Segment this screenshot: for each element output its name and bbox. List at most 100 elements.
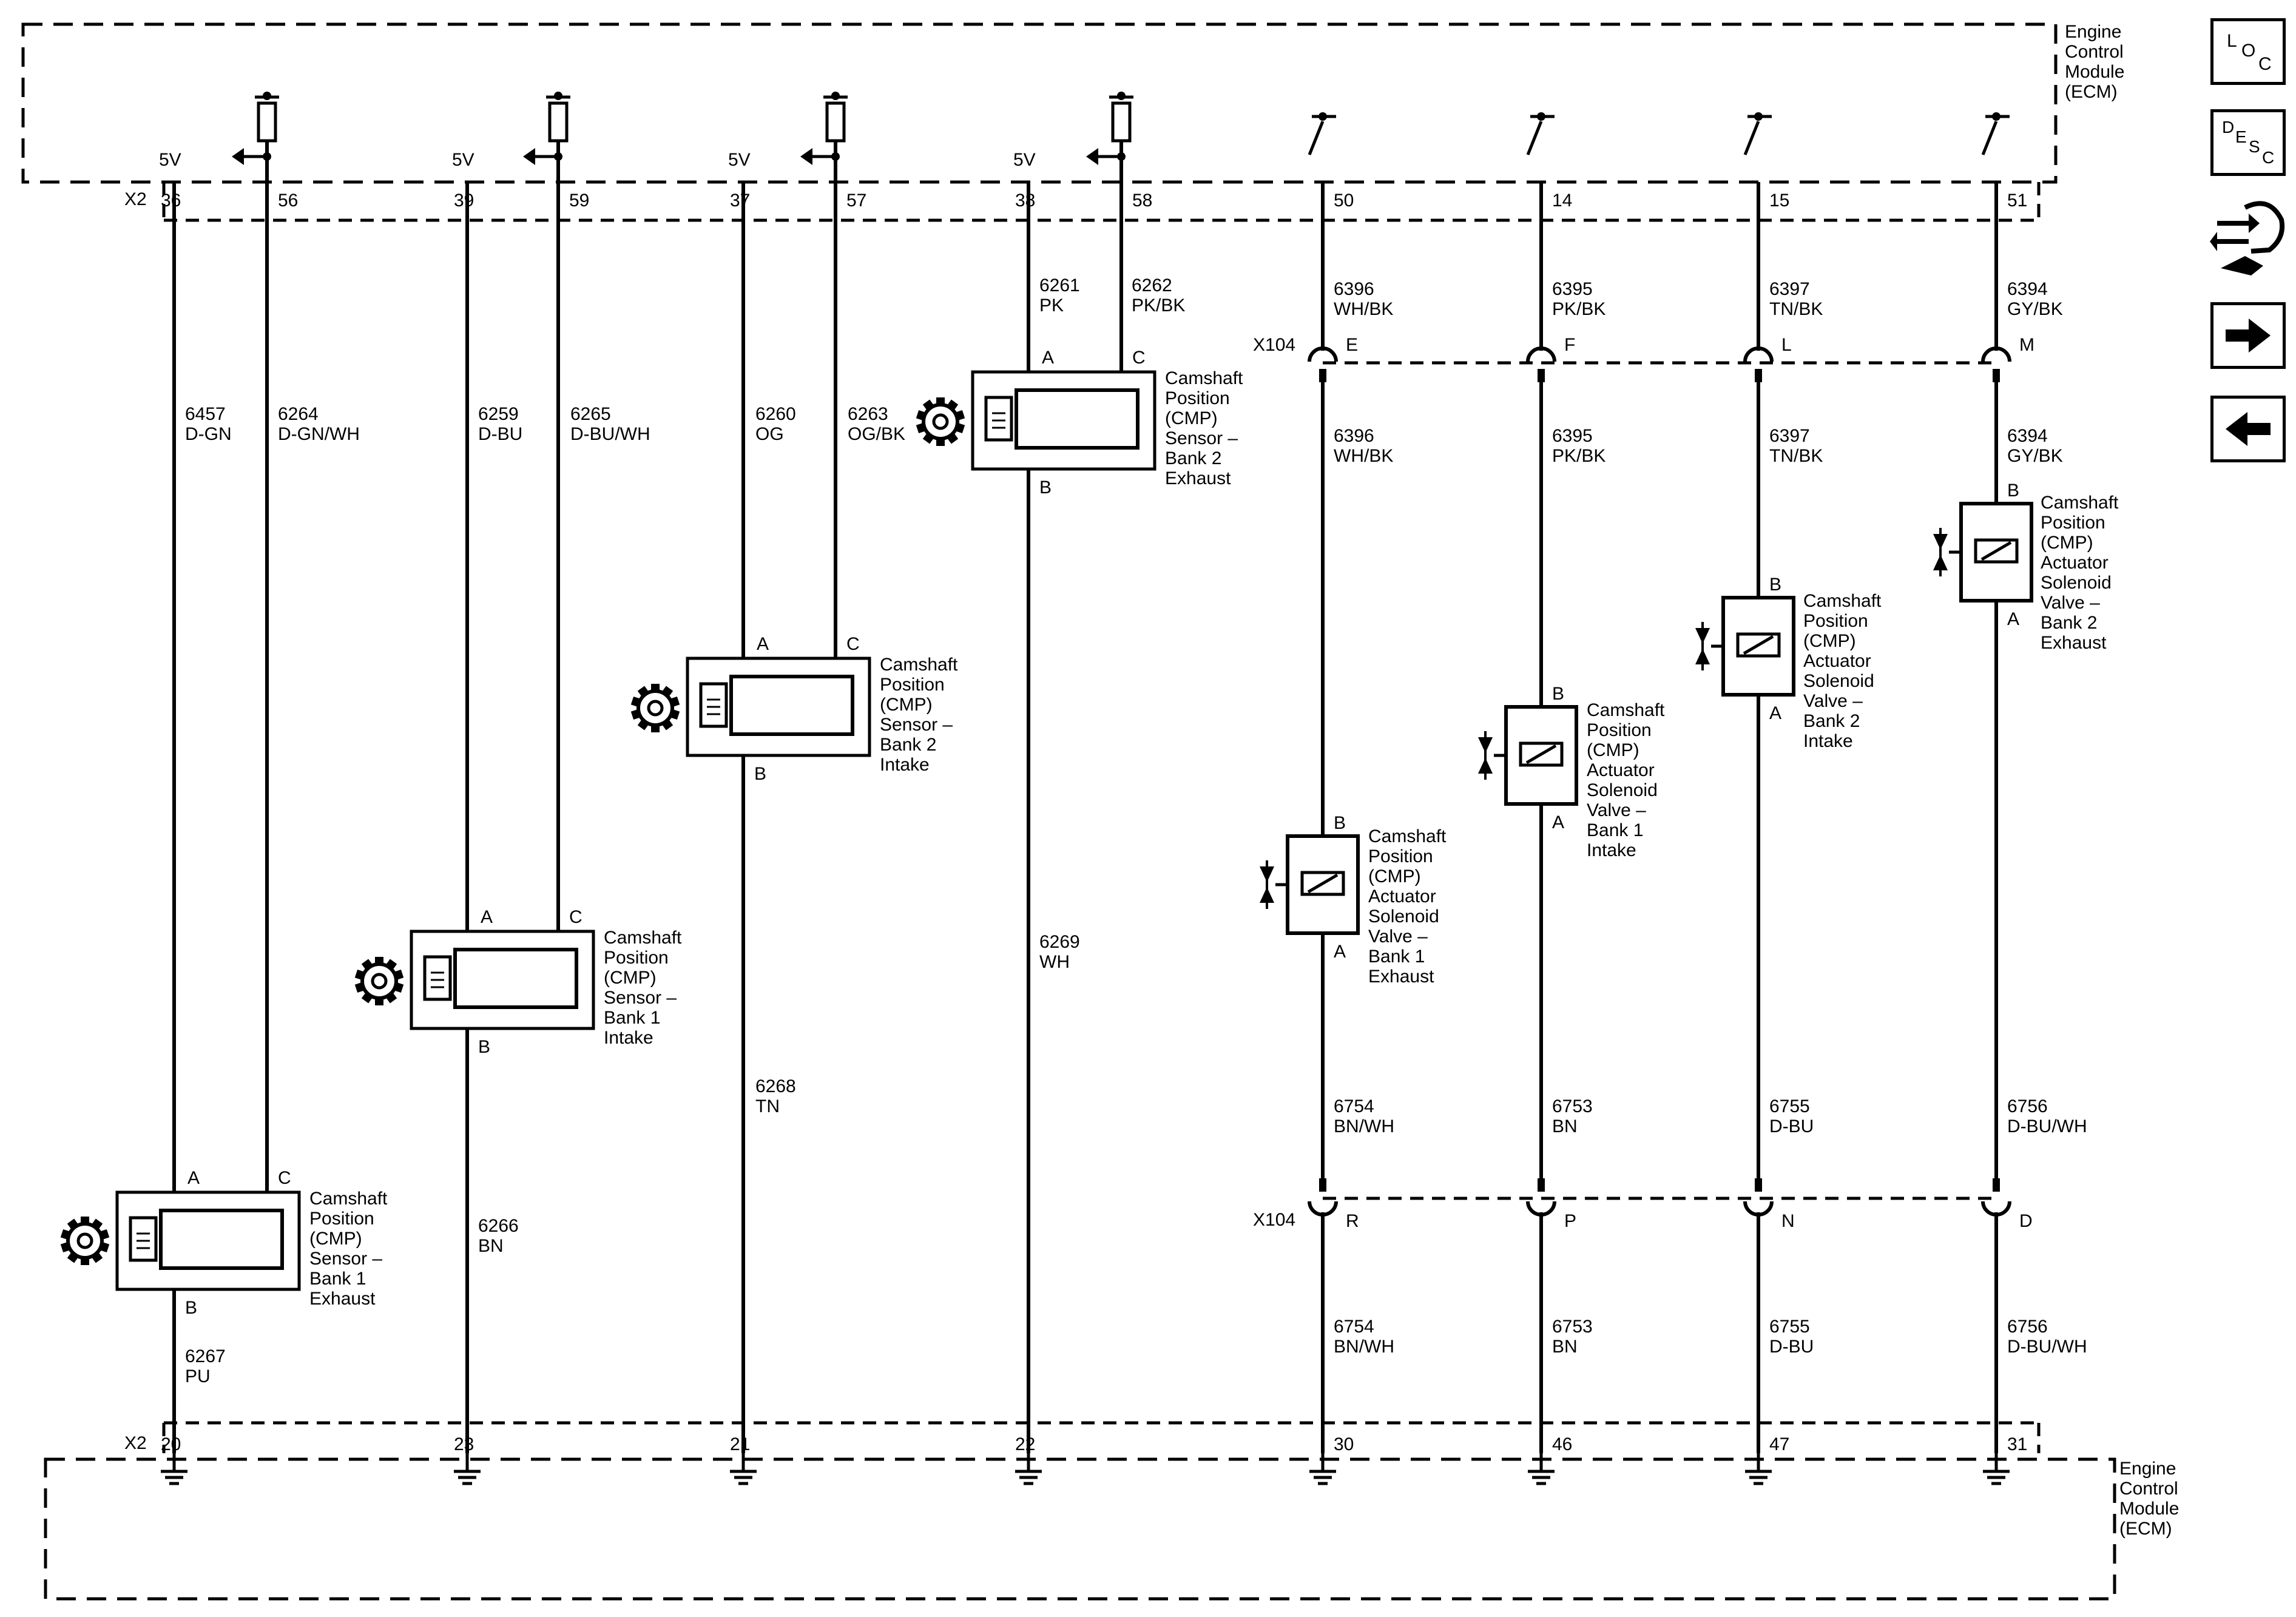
solenoid-4-x104-bottom-arc xyxy=(1981,1201,2011,1217)
solenoid-3-circuit-top-line-0: 6397 xyxy=(1769,279,1810,299)
solenoid-2-label-line-5: Valve – xyxy=(1587,800,1646,820)
solenoid-3-x104-top-arc xyxy=(1743,346,1774,362)
solenoid-1-label-line-5: Valve – xyxy=(1368,927,1428,947)
ecm-label-bottom-line-1: Control xyxy=(2119,1479,2178,1499)
solenoid-3-pin-b: B xyxy=(1769,575,1781,595)
sensor-1-ref-arrow-head xyxy=(232,148,244,165)
sensor-2-pullup-resistor xyxy=(548,101,569,143)
desc-button[interactable]: D E S C xyxy=(2210,109,2286,176)
connector-tool-button[interactable] xyxy=(2209,195,2288,280)
solenoid-4-circuit-mid-line-1: GY/BK xyxy=(2007,446,2063,466)
ecm-label-bottom-line-2: Module xyxy=(2119,1499,2179,1519)
solenoid-1-coil-slash xyxy=(1307,873,1339,894)
sensor-4-gnd-circuit-label-line-1: WH xyxy=(1039,952,1070,972)
sensor-1-pin-a: A xyxy=(187,1168,200,1188)
sensor-3-gnd-circuit-label-line-0: 6268 xyxy=(755,1076,796,1096)
sensor-3-5v-label: 5V xyxy=(728,150,751,170)
sensor-2-pwr-circuit-label-line-1: D-BU xyxy=(478,424,522,444)
sensor-3-label-line-1: Position xyxy=(880,675,945,695)
solenoid-2-bottom-pin: 46 xyxy=(1552,1434,1572,1454)
ecm-label-top-line-3: (ECM) xyxy=(2065,82,2118,102)
ecm-top-frame xyxy=(21,22,2058,184)
solenoid-4-top-pin: 51 xyxy=(2007,191,2027,211)
solenoid-4-circuit-low-line-1: D-BU/WH xyxy=(2007,1116,2087,1136)
solenoid-1-label-line-0: Camshaft xyxy=(1368,826,1447,846)
sensor-1-pullup-node xyxy=(263,92,271,100)
solenoid-1-circuit-mid-line-1: WH/BK xyxy=(1334,446,1393,466)
solenoid-3-label-line-2: (CMP) xyxy=(1803,631,1856,651)
sensor-3-label-line-2: (CMP) xyxy=(880,695,933,715)
sensor-2-pwr-circuit-label-line-0: 6259 xyxy=(478,404,519,424)
sensor-3-pin-b: B xyxy=(754,764,766,784)
sensor-3-sig-circuit-label-line-0: 6263 xyxy=(848,404,888,424)
solenoid-3-label-line-6: Bank 2 xyxy=(1803,711,1860,731)
solenoid-2-pin-a: A xyxy=(1552,812,1564,832)
sensor-3-pin-a: A xyxy=(757,634,769,654)
sensor-2-5v-label: 5V xyxy=(452,150,474,170)
solenoid-3-circuit-top-line-1: TN/BK xyxy=(1769,299,1823,319)
solenoid-1-x104-bottom-arc xyxy=(1308,1201,1338,1217)
sensor-3-label-line-4: Bank 2 xyxy=(880,735,936,755)
solenoid-1-valve-arrow-down xyxy=(1260,866,1274,882)
solenoid-1-label-line-6: Bank 1 xyxy=(1368,947,1425,967)
solenoid-2-label-line-6: Bank 1 xyxy=(1587,820,1643,840)
sensor-4-ref-arrow-head xyxy=(1086,148,1098,165)
sensor-1-element xyxy=(159,1209,284,1270)
solenoid-1-circuit-low-line-0: 6754 xyxy=(1334,1096,1374,1116)
solenoid-4-label-line-0: Camshaft xyxy=(2041,493,2119,513)
sensor-3-ref-node xyxy=(831,152,840,161)
solenoid-3-x104-top-pin xyxy=(1755,369,1762,382)
sensor-2-label-line-5: Intake xyxy=(604,1028,653,1048)
solenoid-2-label-line-1: Position xyxy=(1587,720,1652,740)
sensor-3-label-line-3: Sensor – xyxy=(880,715,953,735)
sensor-2-pin-b: B xyxy=(478,1037,490,1057)
solenoid-4-x104-bottom-cavity: D xyxy=(2019,1211,2033,1231)
sensor-3-pwr-circuit-label-line-0: 6260 xyxy=(755,404,796,424)
loc-letter-c: C xyxy=(2258,54,2272,74)
sensor-1-pwr-circuit-label-line-0: 6457 xyxy=(185,404,226,424)
sensor-2-signal-pin: 59 xyxy=(569,191,589,211)
sensor-4-pullup-resistor xyxy=(1111,101,1132,143)
sensor-3-hall-chip xyxy=(699,682,728,728)
ecm-label-top-line-0: Engine xyxy=(2065,22,2121,42)
x2-bottom-label: X2 xyxy=(124,1433,147,1453)
x104-bottom-label: X104 xyxy=(1253,1210,1295,1230)
solenoid-4-circuit-top-line-1: GY/BK xyxy=(2007,299,2063,319)
sensor-3-pwr-circuit-label-line-1: OG xyxy=(755,424,784,444)
solenoid-2-label-line-3: Actuator xyxy=(1587,760,1655,780)
solenoid-3-label-line-1: Position xyxy=(1803,611,1868,631)
solenoid-3-valve-arrow-up xyxy=(1695,649,1710,664)
solenoid-3-circuit-low-line-0: 6755 xyxy=(1769,1096,1810,1116)
solenoid-4-circuit-bottom-line-0: 6756 xyxy=(2007,1317,2048,1337)
loc-button[interactable]: L O C xyxy=(2210,18,2286,85)
sensor-4-signal-pin: 58 xyxy=(1132,191,1152,211)
sensor-4-sig-circuit-label-line-1: PK/BK xyxy=(1132,295,1185,316)
solenoid-1-x104-bottom-cavity: R xyxy=(1346,1211,1359,1231)
sensor-3-power-pin: 37 xyxy=(730,191,750,211)
desc-letter-e: E xyxy=(2235,127,2247,146)
solenoid-1-circuit-low-line-1: BN/WH xyxy=(1334,1116,1394,1136)
solenoid-4-valve-arrow-up xyxy=(1933,555,1948,570)
solenoid-2-x104-bottom-cavity: P xyxy=(1564,1211,1576,1231)
solenoid-3-driver-switch xyxy=(1743,121,1760,155)
sensor-4-gnd-circuit-label-line-0: 6269 xyxy=(1039,932,1080,952)
sensor-3-sig-circuit-label-line-1: OG/BK xyxy=(848,424,905,444)
sensor-1-pwr-circuit-label-line-1: D-GN xyxy=(185,424,232,444)
prev-arrow-icon xyxy=(2226,412,2271,446)
sensor-1-sig-circuit-label-line-1: D-GN/WH xyxy=(278,424,360,444)
sensor-3-gnd-circuit-label-line-1: TN xyxy=(755,1096,780,1116)
sensor-1-hall-chip xyxy=(129,1216,158,1262)
solenoid-3-circuit-mid-line-1: TN/BK xyxy=(1769,446,1823,466)
next-button[interactable] xyxy=(2210,302,2286,369)
solenoid-2-coil-slash xyxy=(1525,744,1557,765)
solenoid-4-label-line-1: Position xyxy=(2041,513,2105,533)
prev-button[interactable] xyxy=(2210,396,2286,462)
solenoid-4-driver-switch xyxy=(1981,121,1998,155)
solenoid-2-x104-top-pin xyxy=(1538,369,1545,382)
solenoid-4-circuit-top-line-0: 6394 xyxy=(2007,279,2048,299)
solenoid-3-circuit-low-line-1: D-BU xyxy=(1769,1116,1814,1136)
sensor-3-pullup-node xyxy=(831,92,840,100)
solenoid-3-top-pin: 15 xyxy=(1769,191,1789,211)
sensor-3-ground-pin: 21 xyxy=(730,1434,750,1454)
